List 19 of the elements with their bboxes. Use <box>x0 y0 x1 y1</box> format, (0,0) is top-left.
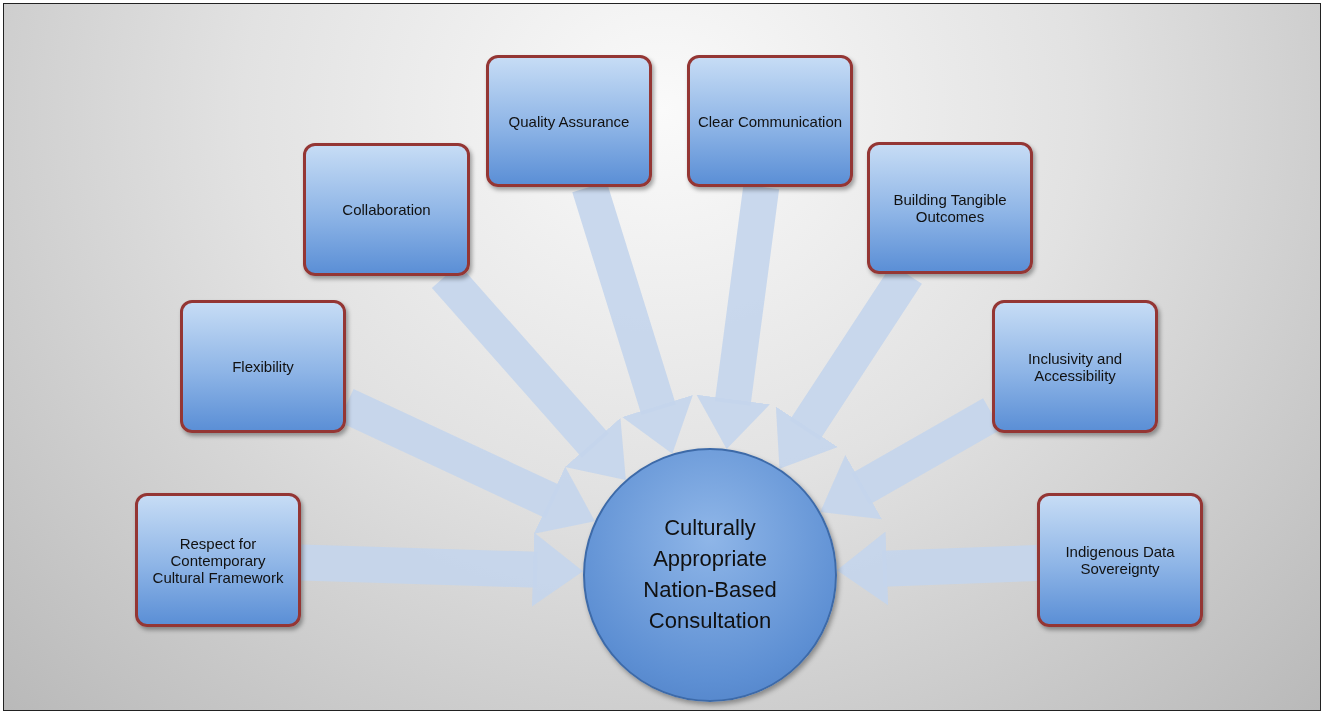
principle-box <box>303 143 470 276</box>
principle-box <box>1037 493 1203 627</box>
block-arrow <box>836 531 1038 606</box>
node-label: Respect for Contemporary Cultural Framework <box>151 534 285 586</box>
node-label: Building Tangible Outcomes <box>892 191 1008 225</box>
principle-box <box>135 493 301 627</box>
block-arrow <box>300 532 584 607</box>
principle-box <box>180 300 346 433</box>
principle-box <box>992 300 1158 433</box>
node-label: Culturally Appropriate Nation-Based Consultation <box>642 514 778 635</box>
node-label: Indigenous Data Sovereignty <box>1064 543 1176 577</box>
node-label: Quality Assurance <box>508 112 630 130</box>
node-label: Collaboration <box>342 201 431 218</box>
node-label: Clear Communication <box>697 112 843 130</box>
principle-box <box>687 55 853 187</box>
node-label: Flexibility <box>232 358 294 375</box>
node-label: Inclusivity and Accessibility <box>1026 349 1124 384</box>
principle-box <box>867 142 1033 274</box>
principle-box <box>486 55 652 187</box>
